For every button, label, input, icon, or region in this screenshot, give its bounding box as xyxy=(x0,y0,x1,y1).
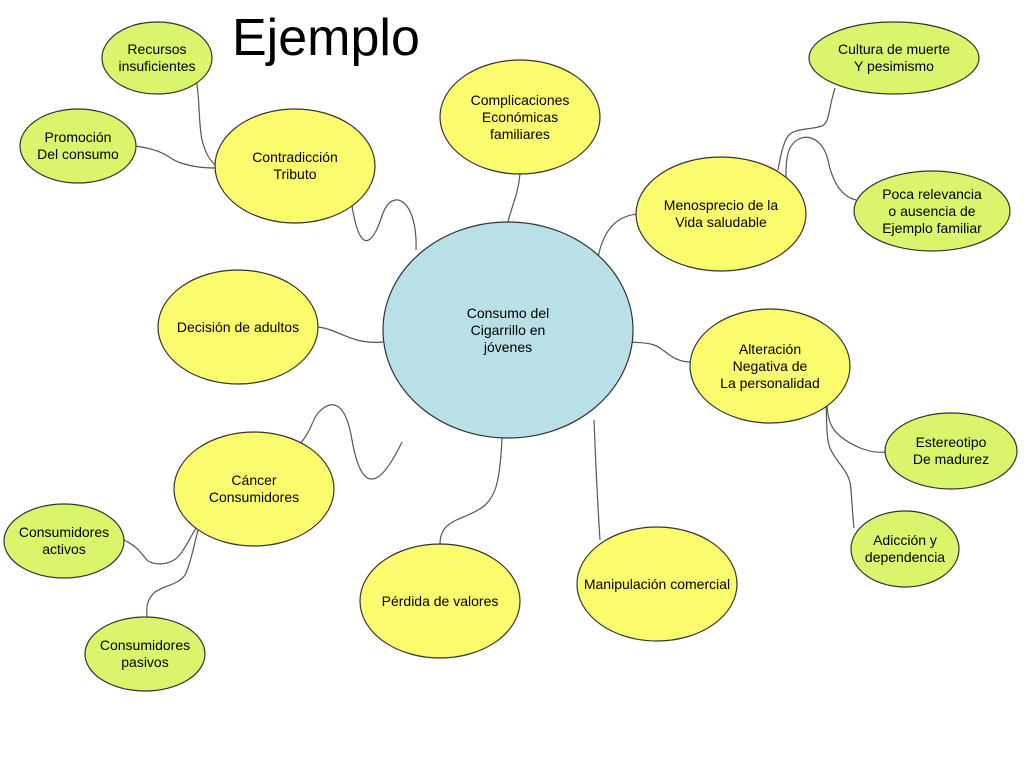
node-contradiccion-shape xyxy=(214,108,376,224)
connector-perdida xyxy=(439,437,503,545)
node-complicaciones-shape xyxy=(439,59,601,175)
connector-cultura xyxy=(777,87,836,171)
node-adiccion-shape xyxy=(850,510,960,588)
node-perdida-shape xyxy=(359,543,521,659)
node-decision-shape xyxy=(157,269,319,385)
node-cultura-shape xyxy=(808,21,980,95)
connector-decision xyxy=(317,326,384,343)
connector-pasivos xyxy=(146,529,199,618)
connector-complicaciones xyxy=(507,173,521,223)
node-estereotipo-shape xyxy=(884,412,1018,490)
connector-poca xyxy=(785,136,857,201)
page-title: Ejemplo xyxy=(232,9,420,67)
connector-manipulacion xyxy=(593,419,601,541)
connector-alteracion xyxy=(631,341,691,363)
connector-recursos xyxy=(195,79,217,167)
connector-estereotipo xyxy=(826,405,887,453)
node-alteracion-shape xyxy=(689,308,851,424)
node-cancer-shape xyxy=(173,431,335,547)
node-poca-shape xyxy=(853,170,1011,252)
node-recursos-shape xyxy=(101,21,213,95)
connector-menosprecio xyxy=(597,213,639,259)
connector-adiccion xyxy=(825,405,855,529)
connector-cancer xyxy=(299,404,403,480)
node-manipulacion-shape xyxy=(576,526,738,642)
node-pasivos-shape xyxy=(84,616,206,692)
connector-contradiccion xyxy=(351,199,417,251)
connector-activos xyxy=(123,527,197,565)
node-promocion-shape xyxy=(19,108,137,184)
node-menosprecio-shape xyxy=(635,156,807,272)
connector-promocion xyxy=(134,145,216,169)
node-center-shape xyxy=(382,221,634,439)
node-activos-shape xyxy=(3,503,125,579)
